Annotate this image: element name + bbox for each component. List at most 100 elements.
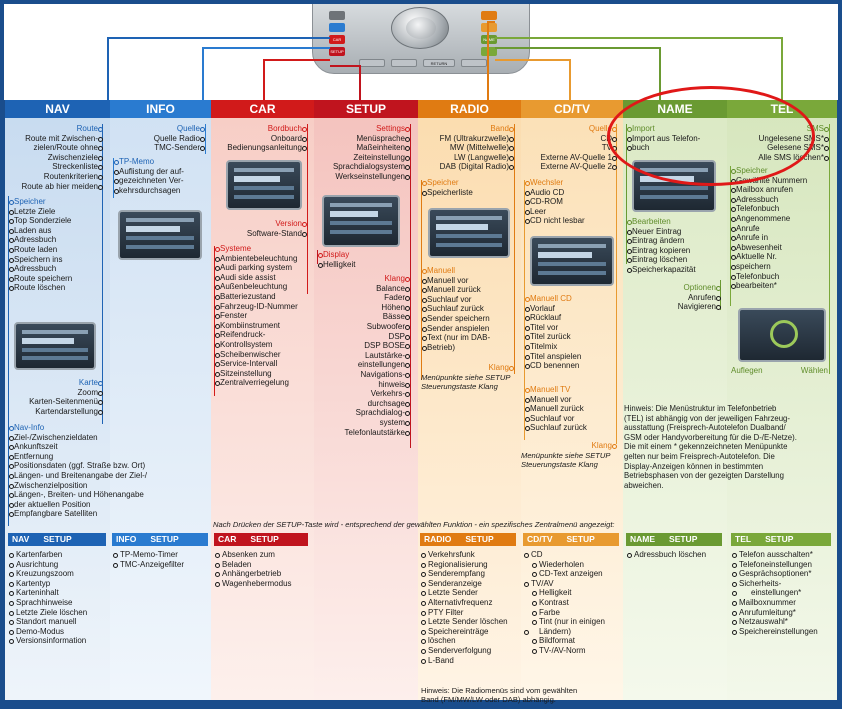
nav-speicher-item: Route speichern	[9, 274, 104, 284]
setup-hardkey[interactable]: SETUP	[329, 47, 345, 56]
car-hardkey[interactable]: CAR	[329, 35, 345, 44]
nav-speicher-title: Speicher	[9, 197, 104, 207]
nav-info-item: Ziel-/Zwischenzieldaten	[9, 433, 214, 443]
screen-bar	[22, 356, 88, 360]
tel-speicher-item: speichern	[731, 262, 834, 272]
cdtv-right-line	[616, 124, 617, 444]
info-quelle-item: TMC-Sender	[112, 143, 205, 153]
nav-left-line	[8, 196, 9, 526]
nav-info-item: der aktuellen Position	[9, 500, 214, 510]
car-systeme-item: Batteriezustand	[215, 292, 314, 302]
nav-info-item: Empfangbare Satelliten	[9, 509, 214, 519]
setup-klang-item: Telefonlautstärke	[315, 428, 410, 438]
cdtv-klang-note-line: Menüpunkte siehe SETUP	[521, 451, 611, 460]
bottom-cdtv-item: CD-Text anzeigen	[523, 569, 623, 579]
tel-speicher-item: Abwesenheit	[731, 243, 834, 253]
radio-klang-section: Klang	[419, 363, 514, 373]
bottom-car-item: Anhängerbetrieb	[214, 569, 310, 579]
tel-hinweis-line: (TEL) ist abhängig von der jeweiligen Fa…	[624, 413, 790, 423]
info-tpmemo-title: TP-Memo	[114, 157, 211, 167]
bottom-tel-item: Sicherheits-	[731, 579, 835, 589]
bottom-radio-item: Senderanzeige	[420, 579, 518, 589]
bottom-name-list: Adressbuch löschen	[626, 550, 726, 560]
radio-hinweis-line: Band (FM/MW/LW oder DAB) abhängig.	[421, 695, 556, 704]
tel-left-line	[730, 166, 731, 306]
nav-speicher-item: Laden aus	[9, 226, 104, 236]
screen-bar	[538, 244, 606, 248]
info-connector	[202, 47, 330, 102]
softkey-2[interactable]	[391, 59, 417, 67]
bottom-nav-item: Karteninhalt	[8, 588, 108, 598]
radio-hardkey[interactable]	[481, 11, 497, 20]
bottom-cdtv-item: CD	[523, 550, 623, 560]
tel-hinweis-line: Betriebsphasen von der gezeigten Darstel…	[624, 471, 784, 481]
car-systeme-item: Audi parking system	[215, 263, 314, 273]
info-left-line	[113, 158, 114, 198]
setup-caption: Nach Drücken der SETUP-Taste wird - ents…	[213, 520, 615, 529]
cdtv-manuellcd-item: Vorlauf	[525, 304, 622, 314]
tel-hinweis-line: Hinweis: Die Menüstruktur im Telefonbetr…	[624, 404, 777, 413]
bottom-car-item: Beladen	[214, 560, 310, 570]
tel-auflegen[interactable]: Auflegen	[731, 366, 763, 375]
screen-bar	[234, 186, 294, 190]
tel-hinweis-line: gelten nur beim Freisprech-Autotelefon. …	[624, 451, 775, 461]
nav-speicher-item: Speichern ins	[9, 255, 104, 265]
car-right-line	[307, 124, 308, 294]
return-button[interactable]: RETURN	[423, 59, 455, 67]
control-panel-device: CAR SETUP NAME RETURN	[312, 0, 530, 74]
info-right-line	[205, 124, 206, 154]
header-car: CAR	[211, 100, 314, 118]
screen-bar	[538, 271, 606, 275]
screen-bar	[640, 195, 708, 199]
radio-manuell-item: Sender anspielen	[422, 324, 519, 334]
info-hardkey[interactable]	[329, 11, 345, 20]
car-bordbuch-title: Bordbuch	[212, 124, 307, 134]
bottom-cdtv-list: CD Wiederholen CD-Text anzeigen TV/AV He…	[523, 550, 623, 656]
tel-screen	[738, 308, 826, 362]
cdtv-manuellcd-item: Titel anspielen	[525, 352, 622, 362]
setup-klang-item: durchsage	[315, 399, 410, 409]
nav-navinfo-title: Nav-Info	[9, 423, 214, 433]
cdtv-wechsler-item: CD-ROM	[525, 197, 622, 207]
nav-karte-item: Karten-Seitenmenü	[6, 397, 103, 407]
screen-bar	[22, 348, 88, 352]
radio-manuell-item: Manuell zurück	[422, 285, 519, 295]
bottom-radio-item: PTY Filter	[420, 608, 518, 618]
bottom-radio-item: Letzte Sender	[420, 588, 518, 598]
screen-bar	[126, 236, 194, 240]
info-tpmemo-section: TP-Memo Auflistung der auf-gezeichneten …	[114, 157, 211, 195]
rotary-knob[interactable]	[391, 7, 449, 49]
softkey-1[interactable]	[359, 59, 385, 67]
softkey-4[interactable]	[461, 59, 487, 67]
nav-speicher-item: Letzte Ziele	[9, 207, 104, 217]
bottom-tel-item: Telefoneinstellungen	[731, 560, 835, 570]
car-connector	[263, 59, 330, 102]
tel-speicher-item: Mailbox anrufen	[731, 185, 834, 195]
screen-highlight	[330, 211, 378, 217]
cdtv-klang-title: Klang	[522, 441, 617, 451]
setup-screen	[322, 195, 400, 247]
car-version-title: Version	[212, 219, 307, 229]
nav-hardkey[interactable]	[329, 23, 345, 32]
nav-speicher-item: Adressbuch	[9, 264, 104, 274]
tel-connector	[495, 37, 783, 102]
setup-klang-item: hinweis	[315, 380, 410, 390]
bottom-nav-item: Kreuzungszoom	[8, 569, 108, 579]
car-screen	[226, 160, 302, 210]
cdtv-manuelltv-item: Suchlauf zurück	[525, 423, 622, 433]
header-cdtv: CD/TV	[521, 100, 623, 118]
tel-waehlen[interactable]: Wählen	[800, 366, 828, 375]
nav-info-item: Längen- und Breitenangabe der Ziel-/	[9, 471, 214, 481]
nav-route-item: zielen/Route ohne	[6, 143, 103, 153]
tel-speicher-item: Anrufe in	[731, 233, 834, 243]
car-bordbuch-item: Bedienungsanleitung	[212, 143, 307, 153]
bottom-tel-item: Netzauswahl*	[731, 617, 835, 627]
car-left-line	[214, 246, 215, 396]
